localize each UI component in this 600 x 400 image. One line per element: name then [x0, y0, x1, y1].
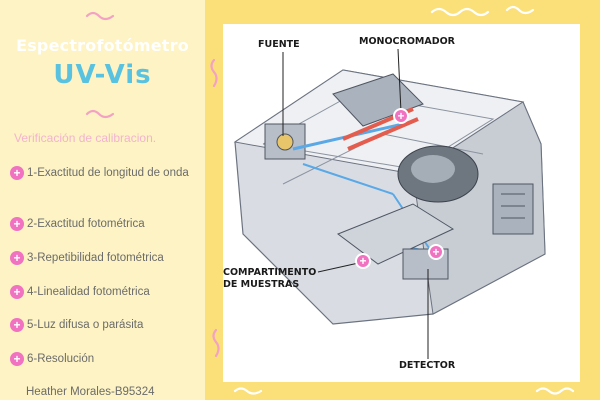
- list-item-label: 2-Exactitud fotométrica: [27, 218, 145, 230]
- list-item-label: 5-Luz difusa o parásita: [27, 319, 144, 331]
- decorative-squiggle: [85, 11, 115, 21]
- list-item[interactable]: + 2-Exactitud fotométrica: [10, 216, 192, 233]
- plus-icon[interactable]: +: [10, 352, 24, 366]
- decorative-squiggle: [430, 7, 490, 17]
- title-line-1: Espectrofotómetro: [16, 36, 189, 55]
- list-item-label: 6-Resolución: [27, 353, 95, 365]
- subtitle: Verificación de calibracion.: [14, 131, 157, 145]
- list-item[interactable]: + 3-Repetibilidad fotométrica: [10, 250, 192, 267]
- label-fuente: FUENTE: [258, 39, 300, 50]
- decorative-squiggle: [535, 387, 575, 395]
- decorative-squiggle: [85, 109, 115, 119]
- list-item[interactable]: + 1-Exactitud de longitud de onda: [10, 165, 192, 182]
- plus-icon[interactable]: +: [10, 318, 24, 332]
- plus-icon[interactable]: +: [10, 285, 24, 299]
- plus-icon[interactable]: +: [10, 217, 24, 231]
- decorative-squiggle: [505, 5, 535, 15]
- hotspot-compartimento[interactable]: +: [355, 253, 371, 269]
- list-item[interactable]: + 6-Resolución: [10, 351, 192, 368]
- hotspot-monocromador[interactable]: +: [393, 108, 409, 124]
- list-item[interactable]: + 5-Luz difusa o parásita: [10, 317, 192, 334]
- plus-icon[interactable]: +: [10, 166, 24, 180]
- list-item[interactable]: + 4-Linealidad fotométrica: [10, 284, 192, 301]
- decorative-squiggle: [233, 387, 263, 395]
- list-item-label: 4-Linealidad fotométrica: [27, 286, 150, 298]
- decorative-squiggle: [212, 328, 220, 358]
- label-detector: DETECTOR: [399, 360, 456, 371]
- label-compartimento: COMPARTIMENTO DE MUESTRAS: [223, 267, 317, 290]
- instrument-illustration: [233, 48, 546, 359]
- hotspot-detector[interactable]: +: [428, 244, 444, 260]
- list-item-label: 1-Exactitud de longitud de onda: [27, 167, 189, 179]
- title-line-2: UV-Vis: [53, 60, 152, 90]
- sidebar-panel: Espectrofotómetro UV-Vis Verificación de…: [0, 0, 205, 400]
- author-name: Heather Morales-B95324: [26, 386, 155, 398]
- decorative-squiggle: [210, 58, 218, 88]
- label-monocromador: MONOCROMADOR: [359, 36, 456, 47]
- list-item-label: 3-Repetibilidad fotométrica: [27, 252, 164, 264]
- plus-icon[interactable]: +: [10, 251, 24, 265]
- spectrophotometer-diagram: FUENTE MONOCROMADOR COMPARTIMENTO DE MUE…: [223, 24, 580, 382]
